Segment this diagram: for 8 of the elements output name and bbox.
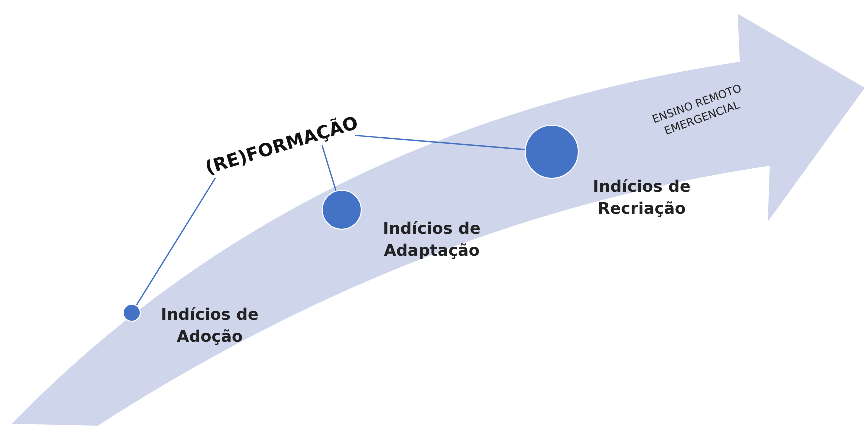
circle-caption: Indícios de Recriação xyxy=(592,176,692,220)
circle-caption: Indícios de Adaptação xyxy=(382,218,482,262)
curved-arrow xyxy=(12,14,865,426)
connector-line xyxy=(136,178,216,306)
circle-marker xyxy=(123,304,141,322)
connector-line xyxy=(322,146,337,192)
circle-caption: Indícios de Adoção xyxy=(160,304,260,348)
connector-line xyxy=(355,135,526,150)
